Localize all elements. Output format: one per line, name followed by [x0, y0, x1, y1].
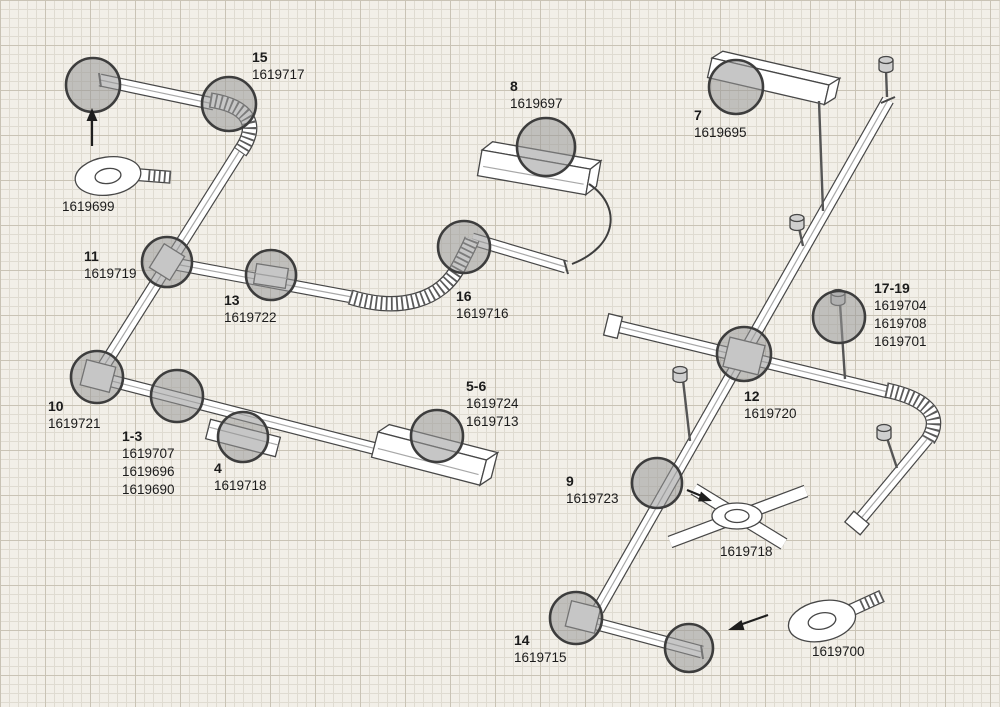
pendant-suspension-4: [876, 423, 899, 469]
end-cap-cross-rail: [602, 312, 624, 340]
callout-number: 1-3: [122, 428, 143, 444]
part-number: 1619700: [812, 644, 865, 659]
callout-circle-7: [707, 58, 765, 116]
callout-label-7: 7 1619695: [694, 106, 747, 142]
callout-label-10: 10 1619721: [48, 397, 101, 433]
callout-number: 16: [456, 288, 472, 304]
callout-circle-1-3: [149, 368, 205, 424]
callout-circle-9: [630, 456, 684, 510]
part-number: 1619704: [874, 298, 927, 313]
callout-label-16: 16 1619716: [456, 287, 509, 323]
callout-label-1619699: 1619699: [62, 198, 115, 216]
cross-connector-1619718: [667, 483, 809, 550]
callout-label-1619718: 1619718: [720, 543, 773, 561]
part-number: 1619717: [252, 67, 305, 82]
part-number: 1619720: [744, 406, 797, 421]
callout-circle-15: [200, 75, 258, 133]
round-connector-1619699: [74, 155, 172, 197]
callout-label-15: 15 1619717: [252, 48, 305, 84]
callout-label-14: 14 1619715: [514, 631, 567, 667]
callout-number: 7: [694, 107, 702, 123]
part-number: 1619707: [122, 446, 175, 461]
end-cap-corner-rail: [843, 510, 871, 536]
callout-circle-5-6: [409, 408, 465, 464]
callout-number: 12: [744, 388, 760, 404]
callout-number: 5-6: [466, 378, 487, 394]
part-number: 1619701: [874, 334, 927, 349]
arrow-1619699-to-track-end: [86, 108, 98, 146]
pendant-suspension-3: [672, 365, 692, 442]
part-number: 1619695: [694, 125, 747, 140]
callout-number: 17-19: [874, 280, 910, 296]
callout-circle-10: [69, 349, 125, 405]
callout-circle-17-19: [811, 289, 867, 345]
pendant-suspension-1: [878, 55, 894, 98]
callout-circle-13: [244, 248, 298, 302]
round-connector-1619700: [787, 590, 885, 643]
callout-number: 15: [252, 49, 268, 65]
callout-number: 10: [48, 398, 64, 414]
part-number: 1619722: [224, 310, 277, 325]
callout-number: 8: [510, 78, 518, 94]
part-number: 1619696: [122, 464, 175, 479]
callout-number: 11: [84, 248, 99, 264]
callout-circle-12: [715, 325, 773, 383]
callout-circle-track-end-bottom: [663, 622, 715, 674]
callout-label-11: 11 1619719: [84, 247, 137, 283]
pendant-suspension-2: [789, 213, 805, 247]
part-number: 1619697: [510, 96, 563, 111]
part-number: 1619708: [874, 316, 927, 331]
callout-number: 9: [566, 473, 574, 489]
callout-number: 4: [214, 460, 222, 476]
part-number: 1619699: [62, 199, 115, 214]
callout-label-12: 12 1619720: [744, 387, 797, 423]
part-number: 1619719: [84, 266, 137, 281]
part-number: 1619715: [514, 650, 567, 665]
part-number: 1619718: [720, 544, 773, 559]
callout-label-13: 13 1619722: [224, 291, 277, 327]
part-number: 1619718: [214, 478, 267, 493]
callout-circle-track-end-topleft: [64, 56, 122, 114]
callout-label-8: 8 1619697: [510, 77, 563, 113]
callout-label-17-19: 17-19 1619704 1619708 1619701: [874, 279, 927, 351]
arrow-9-to-cross-connector: [686, 488, 712, 502]
callout-number: 14: [514, 632, 530, 648]
callout-label-9: 9 1619723: [566, 472, 619, 508]
callout-circle-4: [216, 410, 270, 464]
flex-corner-right: [884, 382, 942, 445]
callout-label-1-3: 1-3 1619707 1619696 1619690: [122, 427, 175, 499]
part-number: 1619690: [122, 482, 175, 497]
power-cord-8: [571, 183, 612, 265]
part-number: 1619713: [466, 414, 519, 429]
callout-circle-16: [436, 219, 492, 275]
callout-label-5-6: 5-6 1619724 1619713: [466, 377, 519, 431]
part-number: 1619724: [466, 396, 519, 411]
callout-number: 13: [224, 292, 240, 308]
callout-label-4: 4 1619718: [214, 459, 267, 495]
callout-circle-11: [140, 235, 194, 289]
callout-label-1619700: 1619700: [812, 643, 865, 661]
part-number: 1619721: [48, 416, 101, 431]
callout-circle-14: [548, 590, 604, 646]
part-number: 1619716: [456, 306, 509, 321]
callout-circle-8: [515, 116, 577, 178]
part-number: 1619723: [566, 491, 619, 506]
arrow-1619700-to-track-end: [728, 613, 769, 630]
rail-corner-down-right: [850, 433, 933, 527]
pendant-rod-7: [817, 100, 825, 212]
